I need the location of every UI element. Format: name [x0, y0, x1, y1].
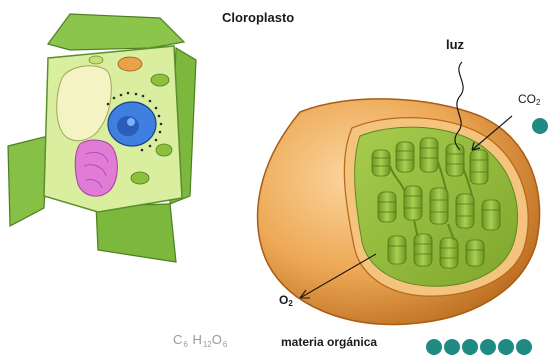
plant-cell [8, 14, 196, 262]
formula-c: C [173, 332, 183, 347]
cell-wall-left [8, 136, 48, 226]
diagram-title: Cloroplasto [222, 11, 294, 24]
co2-label-sub: 2 [536, 98, 540, 107]
glucose-formula: C6 H12O6 [173, 333, 227, 349]
cell-chloroplast [156, 144, 172, 156]
o2-label: O2 [279, 294, 293, 308]
golgi [75, 140, 117, 196]
organic-matter-label: materia orgánica [281, 336, 377, 348]
cell-organelle [89, 56, 103, 64]
light-label: luz [446, 38, 464, 51]
formula-h-n: 12 [203, 340, 212, 349]
cell-chloroplast [151, 74, 169, 86]
cell-chloroplast [118, 57, 142, 71]
chloroplast-cutaway [258, 99, 540, 325]
formula-o: O [212, 332, 223, 347]
cell-wall-bottom [96, 204, 176, 262]
formula-h: H [192, 332, 202, 347]
co2-label: CO2 [518, 93, 540, 107]
formula-c-n: 6 [183, 340, 187, 349]
organic-matter-chain-icon [426, 339, 532, 355]
formula-o-n: 6 [223, 340, 227, 349]
o2-label-base: O [279, 293, 288, 307]
cell-wall-top [48, 14, 184, 50]
co2-molecule-icon [532, 118, 548, 134]
cell-chloroplast [131, 172, 149, 184]
co2-label-base: CO [518, 92, 536, 106]
o2-label-sub: 2 [288, 299, 292, 308]
